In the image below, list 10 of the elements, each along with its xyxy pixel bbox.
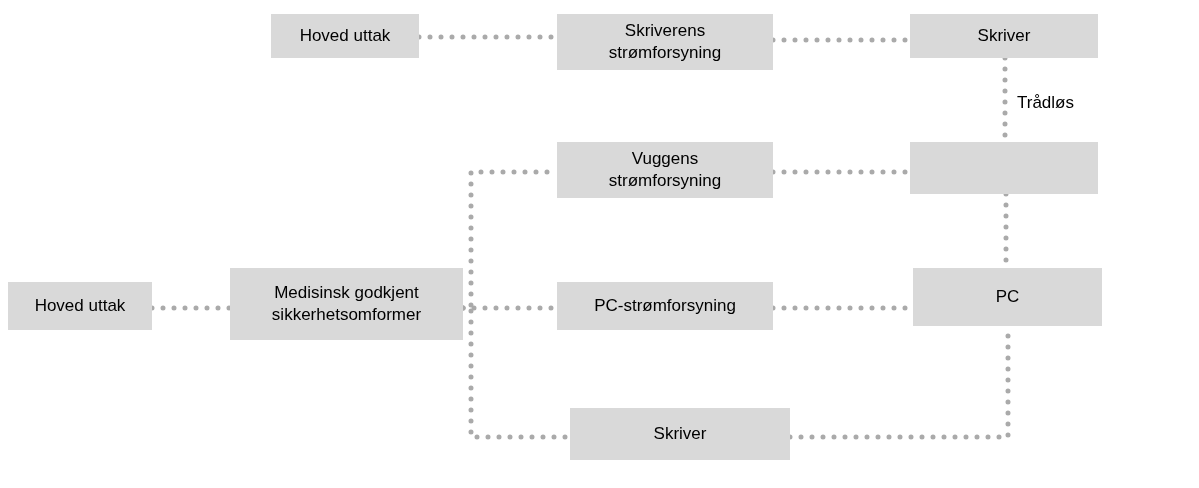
process-box: Hoved uttak	[8, 282, 152, 330]
process-box: Skriverens strømforsyning	[557, 14, 773, 70]
process-box: Skriver	[910, 14, 1098, 58]
process-box: Hoved uttak	[271, 14, 419, 58]
process-box: Medisinsk godkjent sikkerhetsomformer	[230, 268, 463, 340]
process-box: Skriver	[570, 408, 790, 460]
process-box: Vuggens strømforsyning	[557, 142, 773, 198]
process-box: PC	[913, 268, 1102, 326]
process-box: PC-strømforsyning	[557, 282, 773, 330]
empty-box	[910, 142, 1098, 194]
